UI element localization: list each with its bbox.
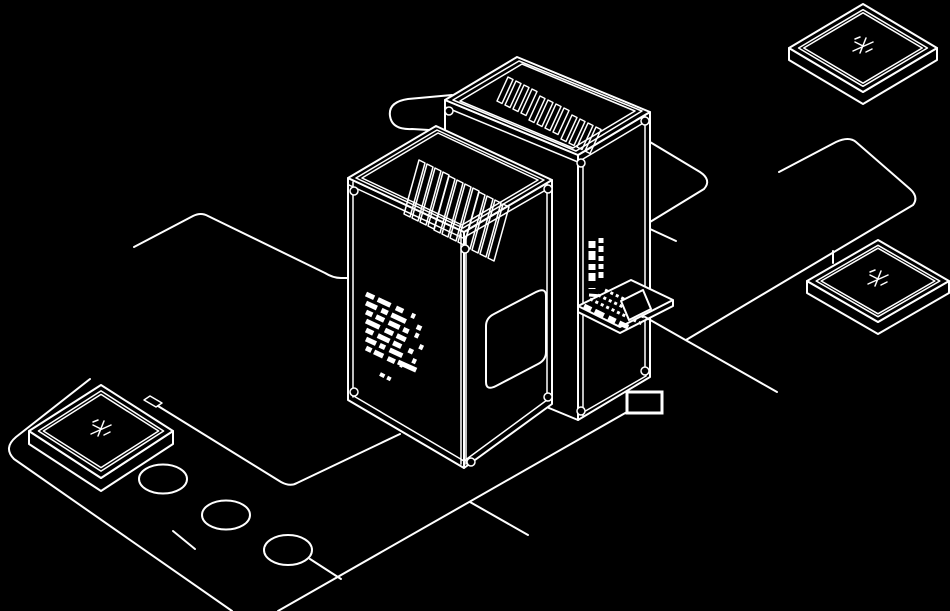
- vent-slat: [419, 167, 442, 226]
- ring-tick: [172, 530, 196, 550]
- solder-rings: [138, 463, 342, 580]
- ring-tick: [309, 558, 342, 580]
- solder-ring: [263, 534, 313, 566]
- vent-slat: [544, 103, 562, 132]
- pad-border-inner: [803, 12, 923, 84]
- trace-tray-diagonal: [644, 316, 778, 393]
- screw-icon: [349, 387, 359, 397]
- rear-unit-lid-panel-inner: [459, 63, 636, 149]
- screw-icon: [640, 366, 650, 376]
- label-row: [364, 309, 422, 340]
- front-unit-window: [485, 289, 547, 389]
- label-row: [364, 318, 425, 351]
- pad-border: [797, 8, 929, 88]
- pad-border: [37, 390, 165, 472]
- vent-slat: [441, 179, 464, 238]
- label-row: [364, 291, 424, 323]
- vent-slat: [552, 107, 570, 136]
- vent-slat: [496, 76, 514, 105]
- chip-component: [625, 390, 664, 415]
- front-unit-vents: [403, 159, 510, 262]
- trace-branch: [469, 501, 529, 536]
- vent-slat: [584, 126, 602, 155]
- rear-unit-screws: [444, 106, 650, 416]
- label-row: [364, 336, 418, 365]
- vent-slat: [504, 80, 522, 109]
- front-unit-lid-panel: [355, 129, 545, 229]
- trace-chip-diagonal: [277, 411, 628, 611]
- card-tray: [577, 279, 674, 334]
- trace-left-zigzag: [133, 213, 351, 279]
- tray-notch: [620, 289, 652, 321]
- screw-icon: [543, 184, 553, 194]
- board-corner-outline: [8, 378, 233, 611]
- label-row: [364, 327, 423, 359]
- component-glyph-icon: [867, 269, 889, 287]
- vent-slat: [411, 163, 434, 222]
- vent-slat: [403, 159, 426, 218]
- front-unit: [347, 125, 553, 469]
- vent-slat: [528, 95, 546, 124]
- vent-slat: [471, 195, 494, 254]
- tray-pin-row: [589, 297, 643, 326]
- rear-unit-vents: [496, 76, 602, 155]
- trace-big-right-loop: [685, 138, 917, 341]
- pad-bottom-left: [28, 384, 174, 492]
- component-glyph-icon: [90, 419, 112, 437]
- trace-hairpin-stub: [649, 228, 677, 242]
- trace-v-pad-to-unit: [143, 395, 401, 486]
- trace-right-hairpin: [649, 141, 709, 242]
- vent-slat: [576, 122, 594, 151]
- vent-slat: [427, 171, 450, 230]
- pad-border-inner: [42, 393, 160, 469]
- vent-slat: [536, 99, 554, 128]
- vent-slat: [512, 84, 530, 113]
- solder-ring: [138, 463, 188, 495]
- pad-border-inner: [820, 247, 936, 315]
- solder-ring: [201, 499, 251, 531]
- screw-icon: [543, 392, 553, 402]
- front-unit-edge-lines: [351, 181, 548, 465]
- vent-slat: [479, 199, 502, 258]
- vent-slat: [520, 88, 538, 117]
- screw-icon: [444, 106, 454, 116]
- pad-top: [788, 3, 938, 93]
- front-unit-lid-lip: [348, 184, 552, 239]
- vent-slat: [433, 175, 456, 234]
- pad-right: [806, 239, 950, 335]
- screw-icon: [460, 244, 470, 254]
- vent-slat: [568, 118, 586, 147]
- pad-top: [806, 239, 950, 323]
- screw-icon: [576, 158, 586, 168]
- label-row: [379, 372, 393, 382]
- label-row: [364, 300, 426, 333]
- screw-icon: [576, 406, 586, 416]
- tray-pad-row: [582, 303, 632, 331]
- vent-slat: [457, 187, 480, 246]
- vent-slat: [449, 183, 472, 242]
- front-unit-screws: [349, 184, 553, 467]
- trace-notch: [143, 395, 163, 408]
- label-row: [396, 359, 420, 374]
- rear-unit-top-face: [444, 56, 651, 156]
- pad-top-right: [788, 3, 938, 105]
- trace-rear-loop: [388, 94, 453, 132]
- front-unit-label-block: [364, 291, 426, 382]
- front-unit-lid-panel-inner: [361, 132, 539, 226]
- pad-border: [815, 244, 941, 318]
- vent-slat: [560, 114, 578, 143]
- pad-top: [28, 384, 174, 479]
- vent-slat: [487, 203, 510, 262]
- rear-unit-lid-panel: [452, 60, 643, 152]
- component-glyph-icon: [852, 36, 874, 54]
- screw-icon: [349, 186, 359, 196]
- rear-unit-edge-lines: [581, 115, 647, 417]
- screw-icon: [640, 116, 650, 126]
- screw-icon: [466, 457, 476, 467]
